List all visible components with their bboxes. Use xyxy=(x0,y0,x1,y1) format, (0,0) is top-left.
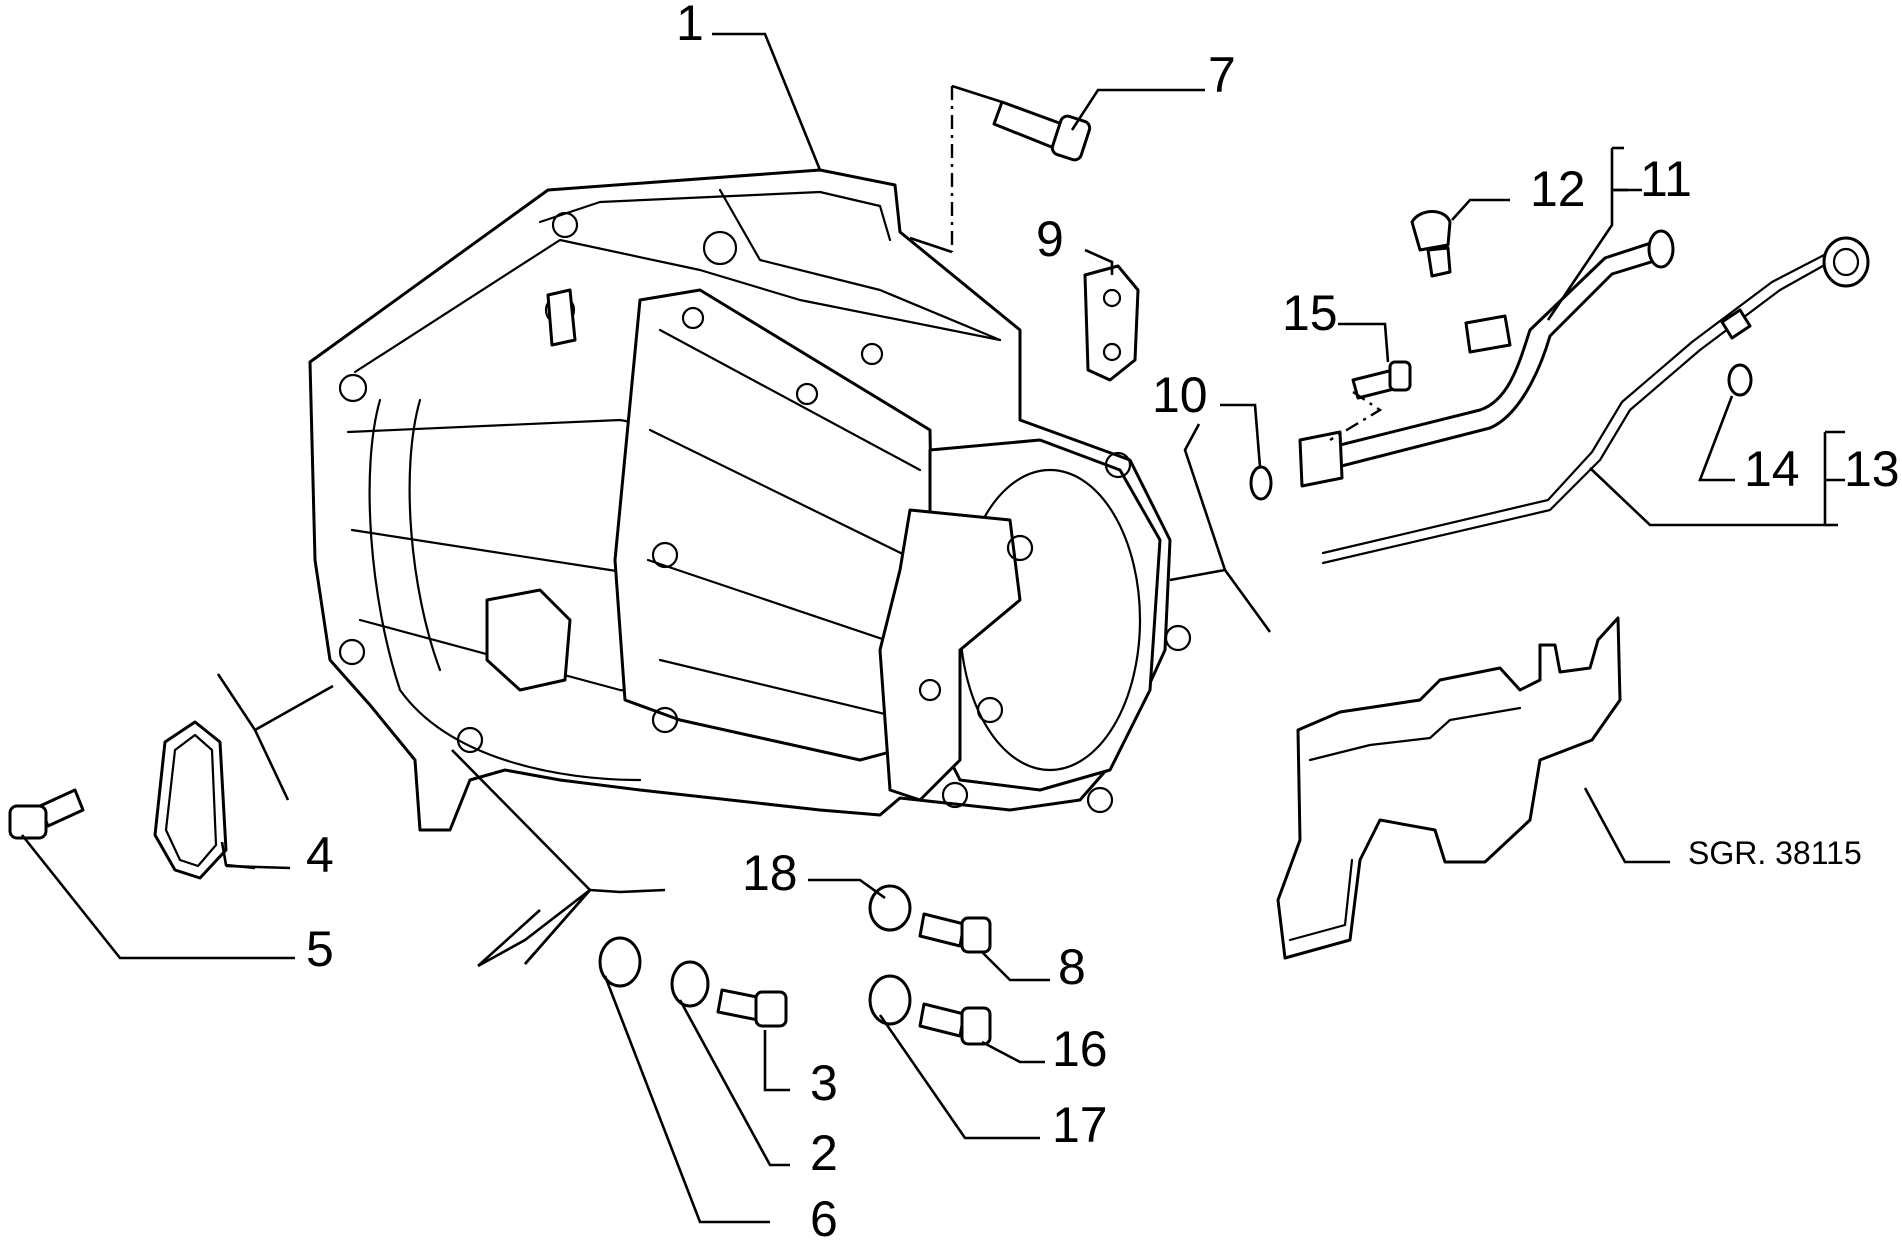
plate-9-icon xyxy=(1083,264,1140,382)
callout-13: 13 xyxy=(1844,441,1900,497)
tube-11-icon xyxy=(1298,229,1675,488)
bolt-16-icon xyxy=(918,1002,992,1046)
callout-15: 15 xyxy=(1282,285,1338,341)
o-ring-14-icon xyxy=(1727,363,1753,397)
reference-label: SGR. 38115 xyxy=(1688,835,1862,871)
callout-6: 6 xyxy=(810,1191,838,1240)
callout-1: 1 xyxy=(676,0,704,51)
bolt-7-icon xyxy=(992,100,1092,162)
callout-16: 16 xyxy=(1052,1021,1108,1077)
callout-9: 9 xyxy=(1036,211,1064,267)
callout-7: 7 xyxy=(1208,47,1236,103)
dipstick-icon xyxy=(1321,236,1870,565)
bolt-8-icon xyxy=(918,912,992,954)
callout-14: 14 xyxy=(1744,441,1800,497)
gearbox-housing-icon xyxy=(308,168,1192,832)
seal-ring-10-icon xyxy=(1249,465,1273,501)
callout-18: 18 xyxy=(742,845,798,901)
clip-12-icon xyxy=(1410,210,1452,278)
washer-17-icon xyxy=(868,974,912,1026)
callout-10: 10 xyxy=(1152,367,1208,423)
callout-4: 4 xyxy=(306,827,334,883)
callout-8: 8 xyxy=(1058,939,1086,995)
callout-3: 3 xyxy=(810,1055,838,1111)
leader-lines xyxy=(20,32,1845,1224)
bolt-3-icon xyxy=(716,988,788,1028)
callout-5: 5 xyxy=(306,921,334,977)
washer-18-icon xyxy=(868,884,912,932)
callout-2: 2 xyxy=(810,1125,838,1181)
callout-11: 11 xyxy=(1640,151,1692,207)
bolt-15-icon xyxy=(1351,360,1412,400)
washer-2-icon xyxy=(670,960,710,1008)
nut-6-icon xyxy=(598,936,642,988)
callout-12: 12 xyxy=(1530,161,1586,217)
callout-17: 17 xyxy=(1052,1097,1108,1153)
bolt-5-icon xyxy=(8,788,85,840)
cover-4-icon xyxy=(153,720,228,880)
heat-shield-icon xyxy=(1276,616,1622,960)
